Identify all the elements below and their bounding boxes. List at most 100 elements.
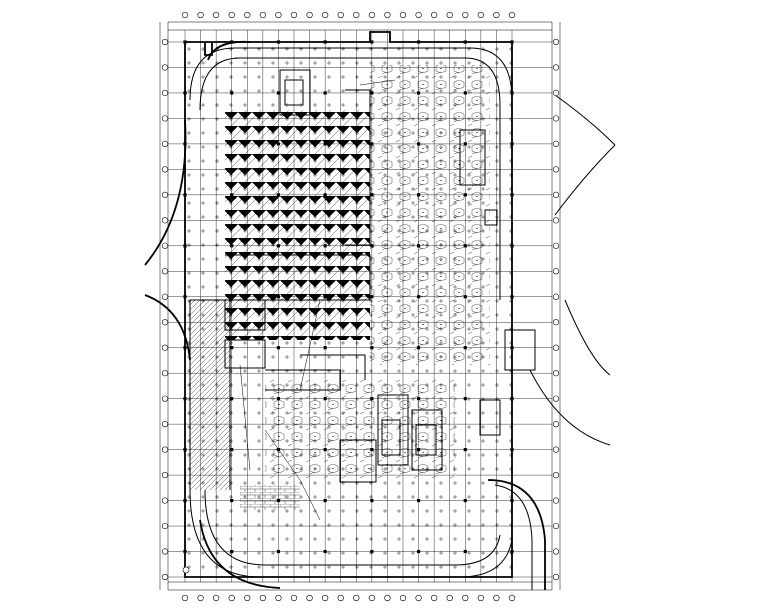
column-marker xyxy=(323,498,327,503)
interior-cores xyxy=(224,69,536,483)
grid-bubble xyxy=(552,344,560,351)
column-marker xyxy=(416,142,421,146)
grid-bubble xyxy=(306,594,313,602)
column-marker xyxy=(463,295,467,299)
column-marker xyxy=(276,397,281,401)
column-marker xyxy=(323,448,327,452)
grid-bubbles-right xyxy=(552,38,560,581)
grid-bubble xyxy=(552,38,560,46)
grid-bubble xyxy=(552,268,560,275)
grid-bubble xyxy=(552,421,560,428)
grid-bubble xyxy=(259,11,266,19)
column-marker xyxy=(323,549,327,554)
grid-bubble xyxy=(552,115,560,122)
grid-bubble xyxy=(197,11,204,19)
grid-bubble xyxy=(462,594,469,602)
column-marker xyxy=(370,91,374,95)
column-marker xyxy=(230,193,234,197)
grid-bubble xyxy=(161,166,169,173)
column-marker xyxy=(370,549,374,554)
column-marker xyxy=(463,244,467,248)
column-marker xyxy=(416,346,421,350)
column-marker xyxy=(416,549,421,554)
column-marker xyxy=(230,244,234,248)
grid-bubble xyxy=(161,497,169,504)
column-marker xyxy=(230,142,234,146)
grid-bubble xyxy=(552,395,560,402)
grid-bubbles-left xyxy=(161,38,169,581)
column-marker xyxy=(370,244,374,248)
column-marker xyxy=(370,498,374,503)
column-marker xyxy=(323,244,327,248)
column-marker xyxy=(416,91,421,95)
column-marker xyxy=(230,549,234,554)
grid-bubble xyxy=(431,594,438,602)
grid-bubble xyxy=(259,594,266,602)
grid-bubble xyxy=(161,217,169,224)
grid-bubble xyxy=(552,191,560,198)
column-marker xyxy=(463,498,467,503)
column-marker xyxy=(276,549,281,554)
column-marker xyxy=(230,498,234,503)
grid-bubble xyxy=(552,166,560,173)
grid-bubble xyxy=(552,497,560,504)
grid-bubble xyxy=(337,594,344,602)
grid-bubble xyxy=(213,11,220,19)
dimension-frame xyxy=(159,21,561,591)
column-marker xyxy=(230,91,234,95)
grid-bubble xyxy=(181,11,189,19)
column-marker xyxy=(276,295,281,299)
grid-bubble xyxy=(399,11,407,19)
column-marker xyxy=(276,346,281,350)
column-marker xyxy=(463,448,467,452)
grid-bubble xyxy=(415,594,422,602)
grid-bubble xyxy=(161,344,169,351)
column-marker xyxy=(463,142,467,146)
column-marker xyxy=(370,40,374,44)
grid-bubble xyxy=(552,64,560,71)
grid-bubble xyxy=(161,573,169,581)
grid-bubble xyxy=(353,11,360,19)
grid-bubble xyxy=(552,89,560,97)
grid-bubble xyxy=(477,11,484,19)
column-marker xyxy=(323,346,327,350)
column-marker xyxy=(230,448,234,452)
column-marker xyxy=(230,346,234,350)
grid-bubble xyxy=(161,242,169,249)
grid-bubble xyxy=(552,217,560,224)
column-marker xyxy=(463,346,467,350)
grid-bubble xyxy=(322,594,329,602)
grid-bubble xyxy=(552,319,560,326)
paving-zones xyxy=(185,42,515,577)
grid-bubble xyxy=(493,11,500,19)
column-marker xyxy=(463,91,467,95)
grid-bubble xyxy=(415,11,422,19)
grid-bubble xyxy=(552,446,560,453)
grid-bubbles-bottom xyxy=(181,594,516,602)
grid-bubble xyxy=(228,11,235,19)
column-marker xyxy=(323,295,327,299)
grid-bubble xyxy=(275,594,282,602)
column-marker xyxy=(416,193,421,197)
grid-bubble xyxy=(161,268,169,275)
grid-bubble xyxy=(161,471,169,479)
grid-bubble xyxy=(197,594,204,602)
grid-bubble xyxy=(552,242,560,249)
grid-bubble xyxy=(161,319,169,326)
grid-bubble xyxy=(290,11,298,19)
grid-bubble xyxy=(368,594,375,602)
grid-bubble xyxy=(161,548,169,555)
grid-bubble xyxy=(275,11,282,19)
grid-bubble xyxy=(244,11,251,19)
grid-bubble xyxy=(337,11,344,19)
grid-bubble xyxy=(161,395,169,402)
grid-bubble xyxy=(399,594,407,602)
grid-bubble xyxy=(353,594,360,602)
grid-bubble xyxy=(161,191,169,198)
grid-bubble xyxy=(228,594,235,602)
column-marker xyxy=(463,397,467,401)
grid-bubble xyxy=(552,548,560,555)
grid-bubble xyxy=(552,522,560,530)
column-marker xyxy=(323,142,327,146)
column-marker xyxy=(370,142,374,146)
